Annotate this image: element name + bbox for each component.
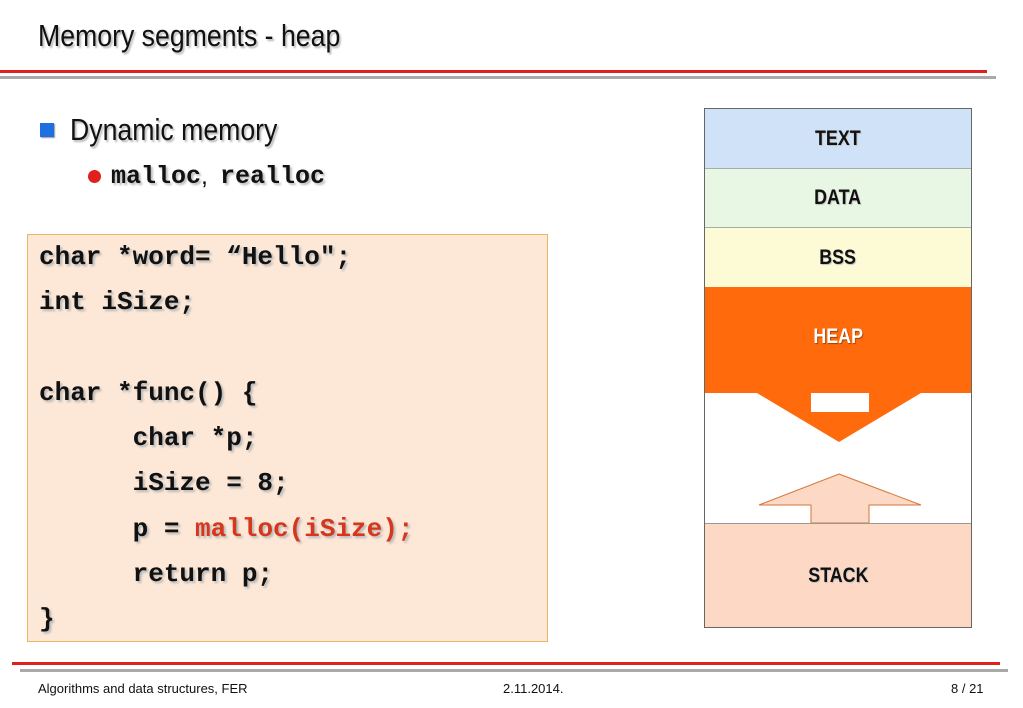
function-realloc: realloc [219,162,325,191]
code-line: char *word= “Hello"; [39,242,352,272]
segment-label: STACK [807,563,869,587]
code-line: p = malloc(iSize); [39,514,414,544]
function-malloc: malloc [111,162,202,191]
segment-data: DATA [705,169,971,228]
segment-label: HEAP [813,325,863,348]
segment-bss: BSS [705,228,971,287]
segment-label: BSS [819,245,857,269]
footer-rule-red [12,662,1000,665]
memory-layout-diagram: TEXT DATA BSS HEAP STACK [704,108,972,628]
code-line: char *p; [39,423,258,453]
round-bullet-icon [88,170,101,183]
footer-course: Algorithms and data structures, FER [38,681,248,696]
heap-growth-down-arrow-icon [757,393,922,523]
code-line: char *func() { [39,378,258,408]
footer-rule-gray [20,669,1008,672]
sub-bullet-functions: malloc , realloc [88,162,325,191]
header-rule-red [0,70,987,73]
segment-label: DATA [814,186,862,209]
footer-page-number: 8 / 21 [951,681,984,696]
code-line: return p; [39,559,274,589]
header-rule-gray [0,76,996,79]
code-line: int iSize; [39,287,196,317]
bullet-text: Dynamic memory [70,112,278,147]
code-highlight-malloc: malloc(iSize); [195,514,414,544]
footer-date: 2.11.2014. [503,681,564,696]
code-text: p = [39,514,196,544]
slide-title: Memory segments - heap [38,18,341,53]
segment-label: TEXT [815,126,861,150]
code-line: } [39,604,55,634]
square-bullet-icon [40,123,54,137]
function-separator: , [201,162,208,190]
segment-heap: HEAP [705,287,971,393]
code-box: char *word= “Hello"; int iSize; char *fu… [27,234,548,642]
bullet-dynamic-memory: Dynamic memory [40,112,311,148]
segment-text: TEXT [705,109,971,169]
code-line: iSize = 8; [39,468,289,498]
segment-stack: STACK [705,523,971,627]
